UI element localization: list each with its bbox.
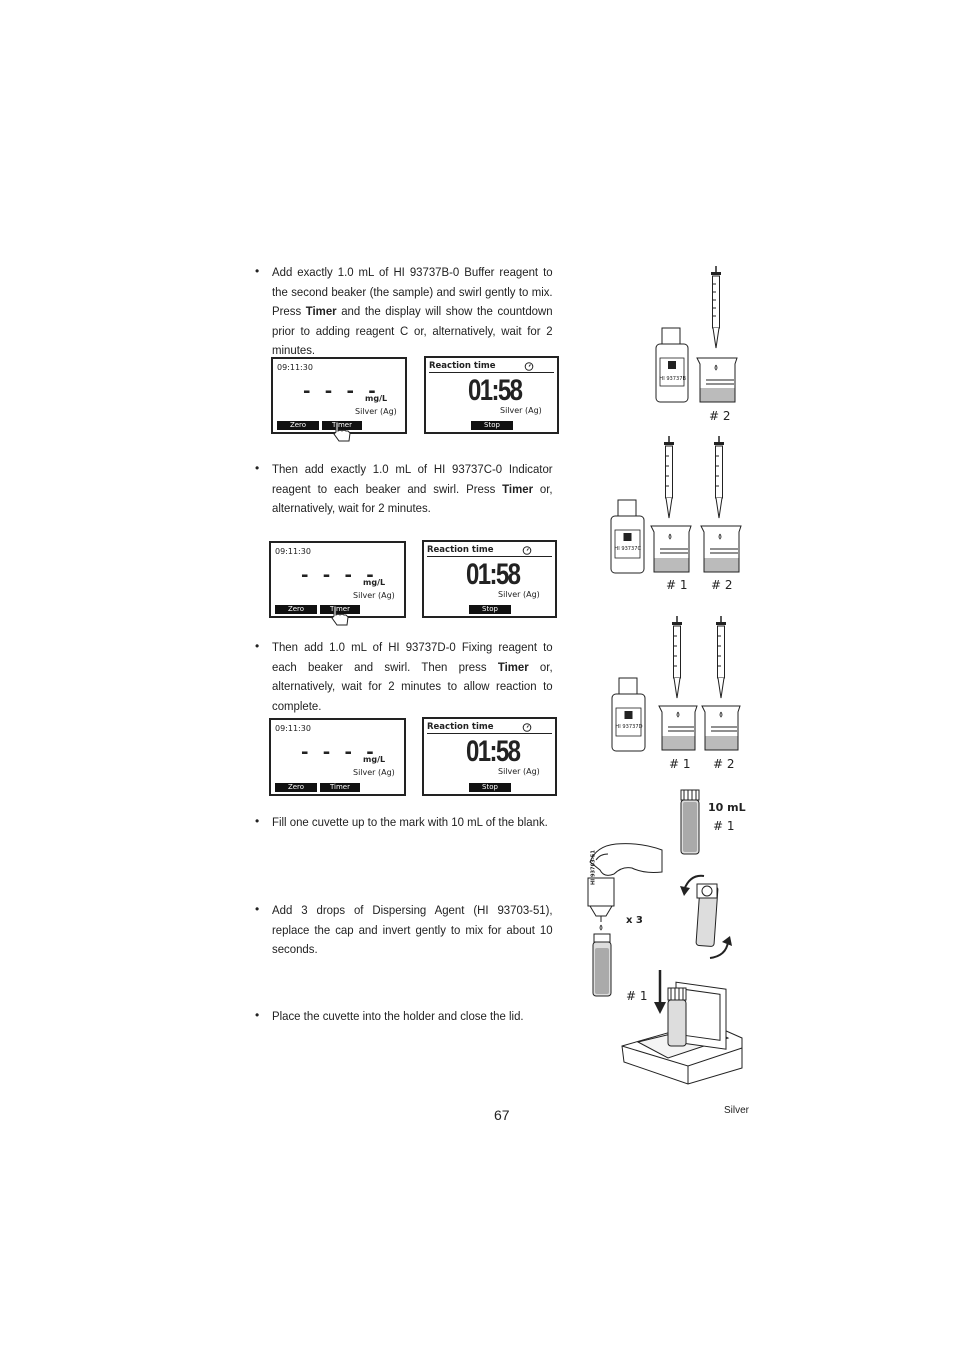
beaker-icon: [700, 525, 742, 573]
parameter-label: Silver (Ag): [498, 590, 540, 599]
step-6-text: Place the cuvette into the holder and cl…: [272, 1009, 524, 1023]
bottle-icon: [610, 499, 645, 574]
syringe-icon: [672, 616, 682, 699]
step-1-text: Add exactly 1.0 mL of HI 93737B-0 Buffer…: [272, 265, 553, 357]
reaction-time-title: Reaction time: [427, 722, 494, 732]
down-arrow-icon: [654, 970, 666, 1014]
bullet: •: [255, 1008, 260, 1022]
beaker-number: # 2: [711, 578, 733, 592]
beaker-number: # 2: [709, 409, 731, 423]
hand-icon: [589, 843, 663, 876]
stop-softkey[interactable]: Stop: [469, 605, 511, 614]
parameter-label: Silver (Ag): [355, 407, 397, 416]
countdown-value: 01:58: [468, 374, 523, 407]
volume-label: 10 mL: [708, 801, 746, 814]
timer-softkey[interactable]: Timer: [320, 605, 360, 614]
parameter-label: Silver (Ag): [498, 767, 540, 776]
bottle-icon: [655, 327, 689, 403]
step-2-text: Then add exactly 1.0 mL of HI 93737C-0 I…: [272, 462, 553, 515]
parameter-label: Silver (Ag): [500, 406, 542, 415]
reaction-time-title: Reaction time: [427, 545, 494, 555]
bottle-icon: [611, 677, 646, 752]
cuvette-number: # 1: [713, 819, 735, 833]
reagent-d-illustration: [611, 616, 741, 752]
dropper-bottle-icon: [587, 877, 615, 931]
step-5-text: Add 3 drops of Dispersing Agent (HI 9370…: [272, 903, 553, 956]
pointing-hand-icon: [331, 605, 349, 626]
rotate-arrow-icon: [680, 874, 732, 959]
unit-label: mg/L: [363, 578, 386, 587]
stop-softkey[interactable]: Stop: [469, 783, 511, 792]
meter-screen-timer: Reaction time 01:58 Silver (Ag) Stop: [422, 540, 557, 618]
meter-screen-timer: Reaction time 01:58 Silver (Ag) Stop: [424, 356, 559, 434]
zero-softkey[interactable]: Zero: [275, 783, 317, 792]
bullet: •: [255, 639, 260, 653]
unit-label: mg/L: [363, 755, 386, 764]
beaker-icon: [701, 705, 741, 751]
syringe-icon: [714, 436, 724, 519]
beaker-icon: [650, 525, 692, 573]
bullet: •: [255, 461, 260, 475]
zero-softkey[interactable]: Zero: [277, 421, 319, 430]
cuvette-icon: [667, 987, 687, 1047]
countdown-value: 01:58: [466, 735, 521, 768]
stopwatch-icon: [524, 362, 534, 371]
stopwatch-icon: [522, 546, 532, 555]
cuvette-icon: [680, 789, 700, 855]
bottle-label: HI 93737C: [614, 545, 642, 552]
timer-softkey[interactable]: Timer: [320, 783, 360, 792]
section-label: Silver: [724, 1105, 750, 1116]
beaker-icon: [696, 357, 738, 403]
unit-label: mg/L: [365, 394, 388, 403]
clock-readout: 09:11:30: [275, 724, 311, 733]
beaker-icon: [658, 705, 698, 751]
dispersing-agent-illustration: [587, 843, 732, 997]
cuvette-number: # 1: [626, 989, 648, 1003]
stopwatch-icon: [522, 723, 532, 732]
bottle-label: HI 93703-51: [590, 850, 596, 885]
inverted-cuvette-icon: [695, 883, 719, 947]
parameter-label: Silver (Ag): [353, 591, 395, 600]
syringe-icon: [711, 266, 721, 349]
step-4-text: Fill one cuvette up to the mark with 10 …: [272, 815, 548, 829]
meter-screen-main: 09:11:30 - - - - mg/L Silver (Ag) Zero T…: [269, 541, 406, 626]
meter-screen-main: 09:11:30 - - - - mg/L Silver (Ag) Zero T…: [271, 357, 407, 442]
step-3-text: Then add 1.0 mL of HI 93737D-0 Fixing re…: [272, 640, 553, 713]
clock-readout: 09:11:30: [275, 547, 311, 556]
reading-value: - - - -: [303, 381, 380, 402]
reading-value: - - - -: [301, 742, 378, 763]
countdown-value: 01:58: [466, 558, 521, 591]
reagent-c-illustration: [610, 436, 742, 574]
parameter-label: Silver (Ag): [353, 768, 395, 777]
page-number: 67: [494, 1107, 510, 1123]
cuvette-icon: [592, 933, 612, 997]
meter-screen-timer: Reaction time 01:58 Silver (Ag) Stop: [422, 717, 557, 796]
meter-screen-main: 09:11:30 - - - - mg/L Silver (Ag) Zero T…: [269, 718, 406, 796]
timer-softkey[interactable]: Timer: [322, 421, 362, 430]
syringe-icon: [716, 616, 726, 699]
beaker-number: # 1: [669, 757, 691, 771]
zero-softkey[interactable]: Zero: [275, 605, 317, 614]
reading-value: - - - -: [301, 565, 378, 586]
bottle-label: HI 93737B: [659, 375, 687, 382]
drops-label: x 3: [626, 915, 643, 926]
bottle-label: HI 93737D: [615, 723, 643, 730]
beaker-number: # 1: [666, 578, 688, 592]
reagent-b-illustration: [655, 266, 738, 403]
bullet: •: [255, 902, 260, 916]
beaker-number: # 2: [713, 757, 735, 771]
reaction-time-title: Reaction time: [429, 361, 496, 371]
clock-readout: 09:11:30: [277, 363, 313, 372]
pointing-hand-icon: [333, 421, 351, 442]
meter-cuvette-holder-illustration: [621, 970, 743, 1085]
stop-softkey[interactable]: Stop: [471, 421, 513, 430]
syringe-icon: [664, 436, 674, 519]
bullet: •: [255, 264, 260, 278]
bullet: •: [255, 814, 260, 828]
